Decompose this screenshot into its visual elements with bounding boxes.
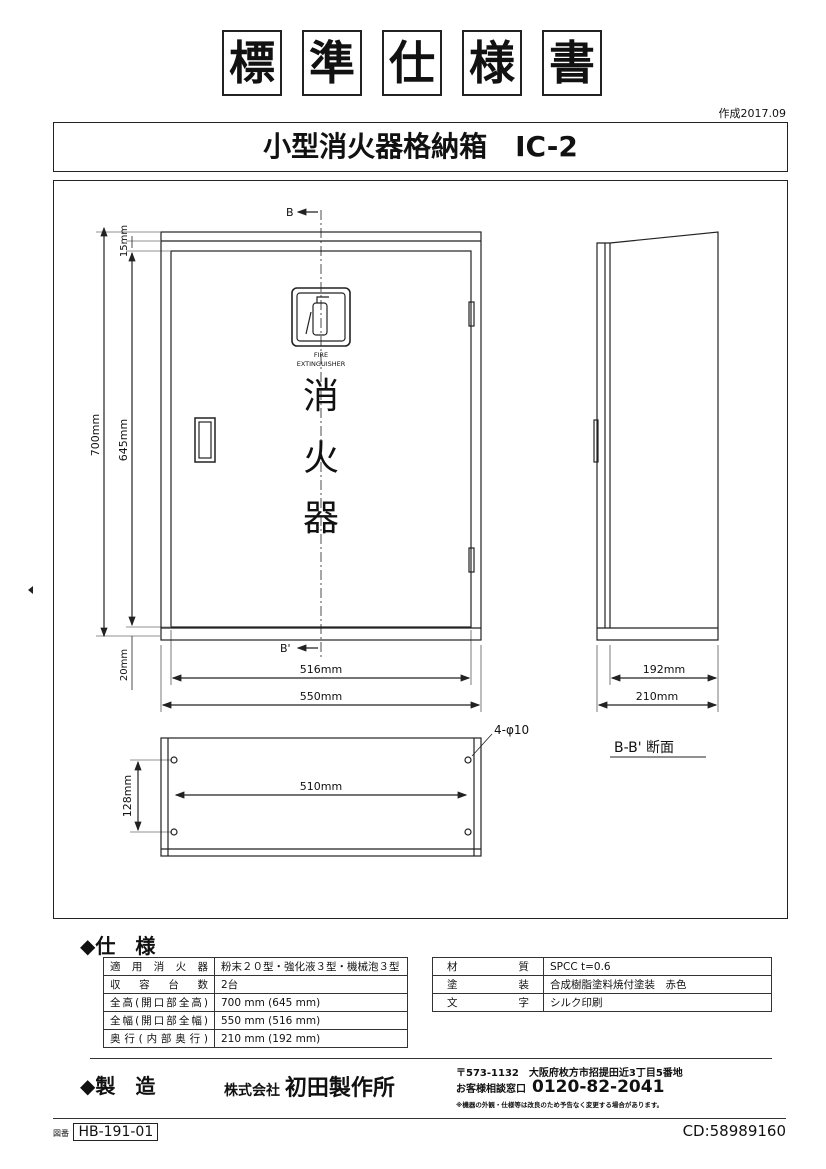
phone-label: お客様相談窓口 (456, 1084, 526, 1095)
title-char-4: 様 (462, 30, 522, 96)
table-row: 奥行(内部奥行)210 mm (192 mm) (103, 1029, 408, 1048)
spec-value: 550 mm (516 mm) (214, 1011, 408, 1030)
created-date: 作成2017.09 (718, 107, 787, 120)
panel-text-jp-1: 消 (303, 376, 339, 417)
extinguisher-icon (291, 287, 351, 347)
technical-drawing: B B' FIRE EXTINGUISHER 消 火 器 15mm 700mm … (28, 206, 719, 857)
company-prefix: 株式会社 (224, 1083, 280, 1099)
title-char-5: 書 (542, 30, 602, 96)
drawing-mark: 図番 (53, 1129, 69, 1138)
spec-heading: ◆仕 様 (80, 934, 156, 958)
spec-label: 収容台数 (103, 975, 215, 994)
table-row: 適用消火器粉末２０型・強化液３型・機械泡３型 (103, 957, 408, 976)
dim-total-height: 700mm (89, 414, 102, 456)
spec-value: 700 mm (645 mm) (214, 993, 408, 1012)
table-row: 文字シルク印刷 (432, 993, 772, 1012)
spec-value: シルク印刷 (543, 993, 772, 1012)
spec-value: 2台 (214, 975, 408, 994)
dim-door-width: 516mm (300, 663, 342, 676)
product-title: 小型消火器格納箱 IC-2 (53, 122, 788, 172)
section-label: B-B' 断面 (614, 740, 674, 756)
dim-door-height: 645mm (117, 419, 130, 461)
table-row: 全幅(開口部全幅)550 mm (516 mm) (103, 1011, 408, 1030)
spec-value: 210 mm (192 mm) (214, 1029, 408, 1048)
back-hole-height: 128mm (121, 775, 134, 817)
side-depth-outer: 210mm (636, 690, 678, 703)
hole-label: 4-φ10 (494, 723, 529, 737)
table-row: 全高(開口部全高)700 mm (645 mm) (103, 993, 408, 1012)
company: 株式会社 初田製作所 (224, 1070, 395, 1102)
drawing-frame (53, 180, 788, 919)
dim-top-frame: 15mm (119, 225, 130, 257)
section-mark-bottom: B' (280, 642, 291, 655)
phone-row: お客様相談窓口 0120-82-2041 (456, 1077, 664, 1097)
spec-value: SPCC t=0.6 (543, 957, 772, 976)
phone-number: 0120-82-2041 (532, 1077, 665, 1097)
address: 〒573-1132 大阪府枚方市招提田近3丁目5番地 (456, 1068, 683, 1079)
note: ※機器の外観・仕様等は改良のため予告なく変更する場合があります。 (456, 1101, 664, 1109)
drawing-number: 図番 HB-191-01 (53, 1123, 159, 1141)
maker-heading: ◆製 造 (80, 1074, 156, 1098)
spec-value: 粉末２０型・強化液３型・機械泡３型 (214, 957, 408, 976)
cd-code: CD:58989160 (682, 1122, 786, 1140)
table-row: 塗装合成樹脂塗料焼付塗装 赤色 (432, 975, 772, 994)
divider (90, 1058, 772, 1059)
spec-label: 全幅(開口部全幅) (103, 1011, 215, 1030)
title-char-1: 標 (222, 30, 282, 96)
spec-label: 文字 (432, 993, 544, 1012)
panel-text-jp-2: 火 (303, 438, 339, 479)
panel-text-jp-3: 器 (303, 498, 339, 539)
side-depth-inner: 192mm (643, 663, 685, 676)
section-mark-top: B (286, 206, 294, 219)
title-char-3: 仕 (382, 30, 442, 96)
title-char-2: 準 (302, 30, 362, 96)
spec-value: 合成樹脂塗料焼付塗装 赤色 (543, 975, 772, 994)
spec-label: 奥行(内部奥行) (103, 1029, 215, 1048)
spec-label: 適用消火器 (103, 957, 215, 976)
panel-text-en-2: EXTINGUISHER (297, 360, 346, 368)
door-handle (194, 417, 216, 463)
drawing-no: HB-191-01 (73, 1123, 159, 1141)
back-view-outline (160, 737, 482, 857)
spec-label: 塗装 (432, 975, 544, 994)
side-view-outline (596, 231, 719, 641)
spec-label: 全高(開口部全高) (103, 993, 215, 1012)
dim-total-width: 550mm (300, 690, 342, 703)
back-hole-width: 510mm (300, 780, 342, 793)
spec-label: 材質 (432, 957, 544, 976)
dim-bottom-gap: 20mm (119, 649, 130, 681)
footer-divider (53, 1118, 786, 1119)
panel-text-en-1: FIRE (314, 351, 328, 359)
company-name: 初田製作所 (284, 1076, 395, 1101)
